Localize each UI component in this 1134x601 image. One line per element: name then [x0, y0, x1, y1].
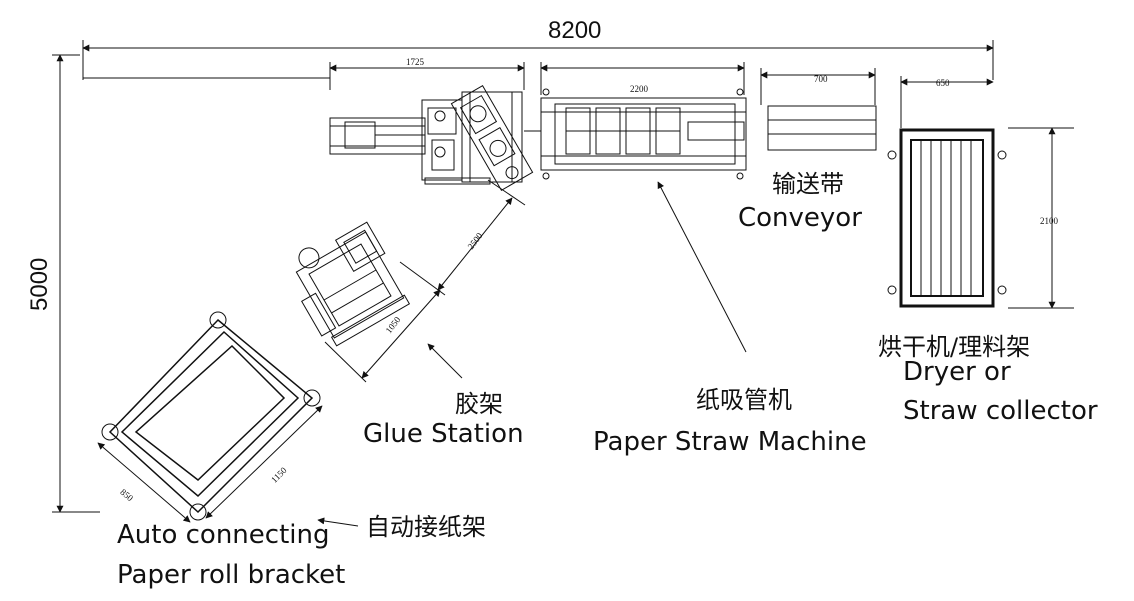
machine-label-cn: 纸吸管机 [696, 386, 792, 414]
pointer-arrow-bracket [317, 517, 359, 527]
paper-roll-bracket [101, 311, 321, 521]
pointer-arrow-glue [427, 343, 463, 379]
bracket-label-en-2: Paper roll bracket [117, 560, 346, 590]
glue-module [329, 91, 523, 185]
dimension-line-total-height [52, 54, 100, 513]
glue-label-cn: 胶架 [455, 390, 503, 418]
rotated-feed-head [450, 85, 534, 191]
conveyor-width-value: 700 [814, 74, 828, 84]
dimension-line-total-width [82, 40, 994, 80]
glue-label-en: Glue Station [363, 419, 524, 449]
conveyor-label-cn: 输送带 [772, 170, 844, 198]
bracket-label-cn: 自动接纸架 [366, 513, 486, 541]
machine-label-en: Paper Straw Machine [593, 427, 867, 457]
dimension-line-glue-module [329, 62, 525, 90]
bracket-label-en-1: Auto connecting [117, 520, 330, 550]
dimension-line-bracket-length [205, 405, 323, 519]
dimension-line-conveyor [760, 68, 876, 105]
dryer [887, 128, 1007, 308]
dimension-line-machine [540, 62, 745, 95]
paper-straw-machine [524, 88, 747, 180]
dimension-line-dryer [900, 76, 994, 128]
dryer-label-en-1: Dryer or [903, 357, 1011, 387]
dimension-line-diagonal [399, 179, 526, 296]
total-width-value: 8200 [548, 17, 602, 44]
machine-width-value: 2200 [630, 84, 648, 94]
dryer-height-value: 2100 [1040, 216, 1058, 226]
pointer-arrow-machine [657, 181, 747, 353]
glue-module-width-value: 1725 [406, 57, 424, 67]
glue-station [295, 221, 411, 347]
conveyor-label-en: Conveyor [738, 203, 862, 233]
dimension-line-bracket-width [97, 442, 191, 523]
dryer-label-en-2: Straw collector [903, 396, 1098, 426]
dimension-line-glue-station [324, 289, 441, 383]
dryer-label-cn: 烘干机/理料架 [878, 333, 1031, 361]
total-height-value: 5000 [26, 257, 53, 311]
conveyor [767, 105, 877, 151]
dimension-line-dryer-height [1008, 127, 1074, 309]
dryer-width-value: 650 [936, 78, 950, 88]
